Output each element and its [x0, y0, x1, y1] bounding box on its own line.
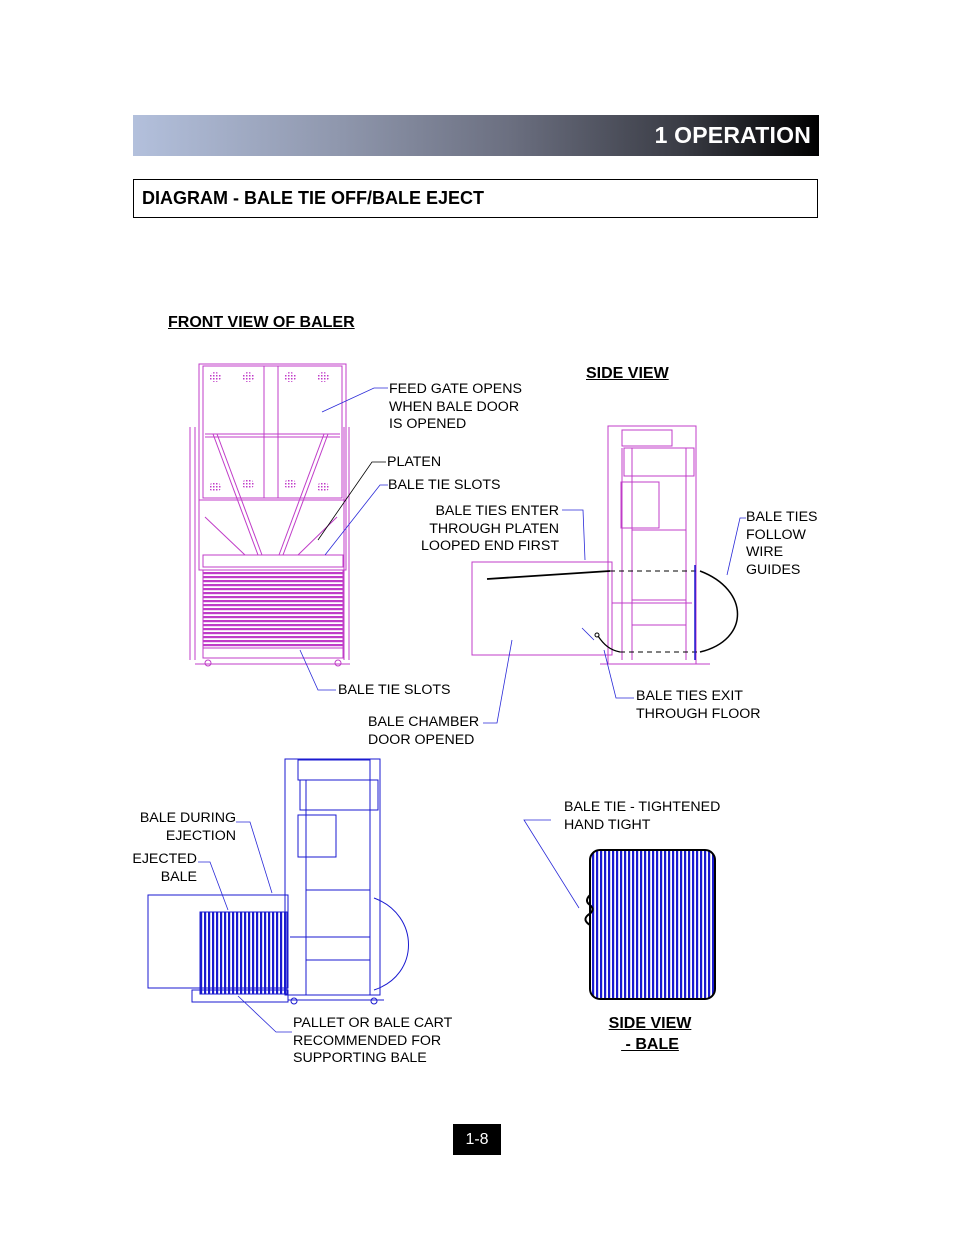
label-bale-tie-slots-top: BALE TIE SLOTS	[388, 477, 501, 493]
label-bale-ties-exit: BALE TIES EXIT THROUGH FLOOR	[636, 688, 761, 722]
section-title-box: DIAGRAM - BALE TIE OFF/BALE EJECT	[133, 179, 818, 218]
label-bale-tie-tightened: BALE TIE - TIGHTENED HAND TIGHT	[564, 799, 721, 833]
side-view-heading: SIDE VIEW	[586, 365, 669, 382]
front-view-heading: FRONT VIEW OF BALER	[168, 314, 355, 331]
label-bale-tie-slots-bottom: BALE TIE SLOTS	[338, 682, 451, 698]
label-bale-during-ejection: BALE DURING EJECTION	[139, 810, 236, 844]
label-bale-ties-follow: BALE TIES FOLLOW WIRE GUIDES	[746, 509, 818, 578]
chapter-title: 1 OPERATION	[654, 122, 811, 148]
label-platen: PLATEN	[387, 454, 442, 470]
chapter-header-bar: 1 OPERATION	[133, 115, 819, 156]
side-view-bale-heading: SIDE VIEW - BALE	[608, 1015, 692, 1053]
bale-ejection-drawing	[147, 758, 409, 1005]
label-pallet: PALLET OR BALE CART RECOMMENDED FOR SUPP…	[293, 1015, 453, 1066]
section-title: DIAGRAM - BALE TIE OFF/BALE EJECT	[142, 188, 484, 208]
label-bale-chamber-door: BALE CHAMBER DOOR OPENED	[368, 714, 480, 748]
side-view-drawing	[471, 425, 710, 665]
bale-side-view-drawing	[584, 849, 716, 1000]
label-bale-ties-enter: BALE TIES ENTER THROUGH PLATEN LOOPED EN…	[421, 503, 559, 554]
page-number: 1-8	[453, 1124, 501, 1155]
front-view-drawing	[189, 363, 350, 667]
label-feed-gate: FEED GATE OPENS WHEN BALE DOOR IS OPENED	[389, 381, 522, 432]
label-ejected-bale: EJECTED BALE	[132, 851, 197, 885]
